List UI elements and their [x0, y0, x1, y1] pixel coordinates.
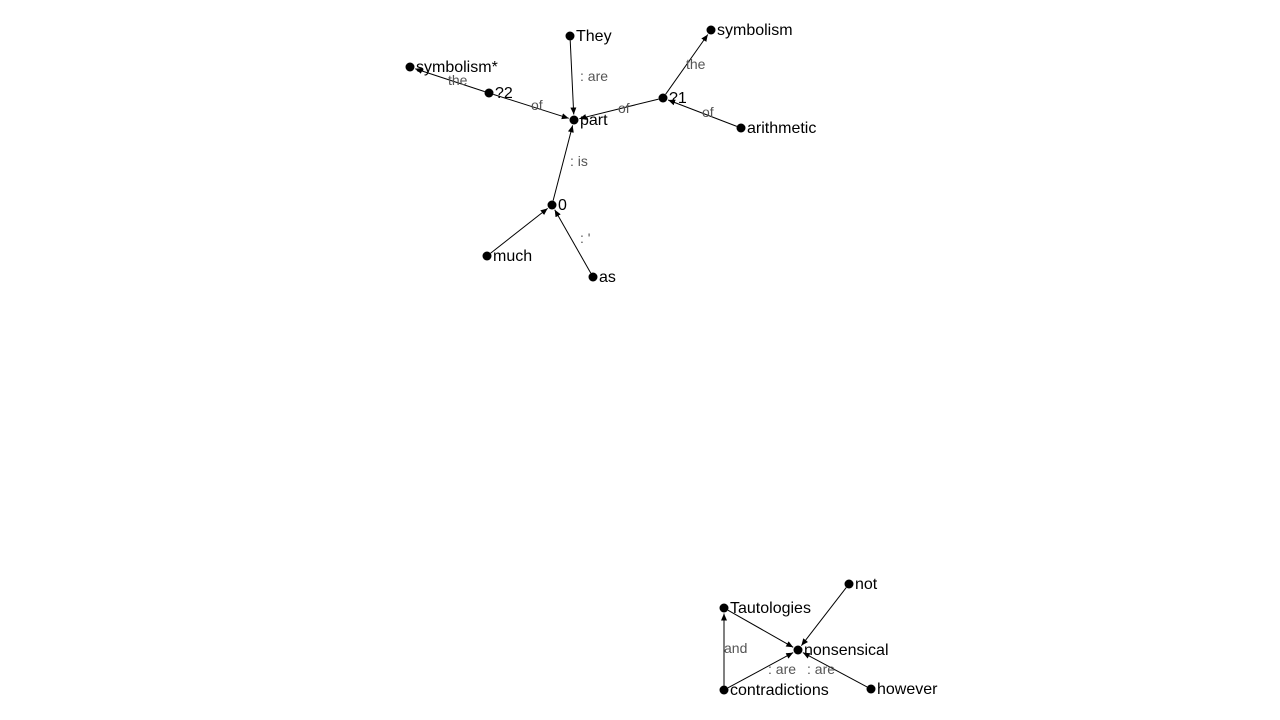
edge-label: of: [531, 97, 543, 113]
node-n0: 0: [547, 197, 567, 214]
edge-label: and: [724, 640, 747, 656]
node-dot: [405, 62, 415, 72]
nodes-layer: They symbolism* ?2 part ?1 symbolism arithmeti…: [405, 22, 938, 699]
node-however: however: [866, 681, 938, 698]
node-label: ?2: [495, 85, 513, 102]
edge-label: : is: [570, 153, 588, 169]
edge-label: : ': [580, 230, 590, 246]
node-dot: [719, 603, 729, 613]
edge-contradictions-to-nonsensical: [727, 652, 794, 689]
node-label: ?1: [669, 90, 687, 107]
node-n22: ?2: [484, 85, 513, 102]
node-symbolism_star: symbolism*: [405, 59, 498, 76]
node-dot: [484, 88, 494, 98]
node-label: part: [580, 112, 608, 129]
node-label: symbolism*: [416, 59, 498, 76]
node-dot: [736, 123, 746, 133]
edge-label: the: [686, 56, 706, 72]
node-dot: [482, 251, 492, 261]
edge-label: of: [702, 104, 714, 120]
edge-however-to-nonsensical: [802, 652, 868, 688]
node-tautologies: Tautologies: [719, 600, 811, 617]
edge-n0-to-part: [552, 125, 574, 201]
node-dot: [793, 645, 803, 655]
node-much: much: [482, 248, 532, 265]
node-label: contradictions: [730, 682, 829, 699]
edge-label: of: [618, 100, 630, 116]
node-part: part: [569, 112, 608, 129]
node-arithmetic: arithmetic: [736, 120, 816, 137]
edge-n21-to-part: [579, 98, 659, 120]
node-label: They: [576, 28, 612, 45]
node-label: symbolism: [717, 22, 793, 39]
node-label: as: [599, 269, 616, 286]
edge-label: : are: [580, 68, 608, 84]
node-not: not: [844, 576, 878, 593]
node-dot: [547, 200, 557, 210]
node-label: nonsensical: [804, 642, 889, 659]
node-label: much: [493, 248, 532, 265]
node-label: Tautologies: [730, 600, 811, 617]
node-label: not: [855, 576, 878, 593]
node-dot: [569, 115, 579, 125]
edge-label: the: [448, 72, 468, 88]
node-dot: [658, 93, 668, 103]
node-as: as: [588, 269, 616, 286]
node-contradictions: contradictions: [719, 682, 829, 699]
node-n21: ?1: [658, 90, 687, 107]
node-label: arithmetic: [747, 120, 816, 137]
edge-tautologies-to-nonsensical: [727, 609, 794, 648]
node-dot: [565, 31, 575, 41]
edge-n22-to-symbolism_star: [415, 68, 485, 93]
node-dot: [866, 684, 876, 694]
node-dot: [706, 25, 716, 35]
edge-n21-to-symbolism: [665, 34, 709, 95]
node-dot: [844, 579, 854, 589]
node-they: They: [565, 28, 612, 45]
edges-layer: : are the of of the of : is : ' and : are : are: [415, 34, 868, 689]
edge-as-to-n0: [554, 209, 592, 274]
edge-label: : are: [768, 661, 796, 677]
node-symbolism: symbolism: [706, 22, 793, 39]
node-label: 0: [558, 197, 567, 214]
node-dot: [588, 272, 598, 282]
edge-not-to-nonsensical: [800, 587, 847, 646]
node-dot: [719, 685, 729, 695]
edge-n22-to-part: [493, 93, 569, 120]
edge-they-to-part: [569, 40, 577, 115]
edge-arithmetic-to-n21: [667, 99, 737, 127]
edge-label: : are: [807, 661, 835, 677]
node-nonsensical: nonsensical: [793, 642, 889, 659]
edge-much-to-n0: [490, 208, 548, 254]
node-label: however: [877, 681, 938, 698]
